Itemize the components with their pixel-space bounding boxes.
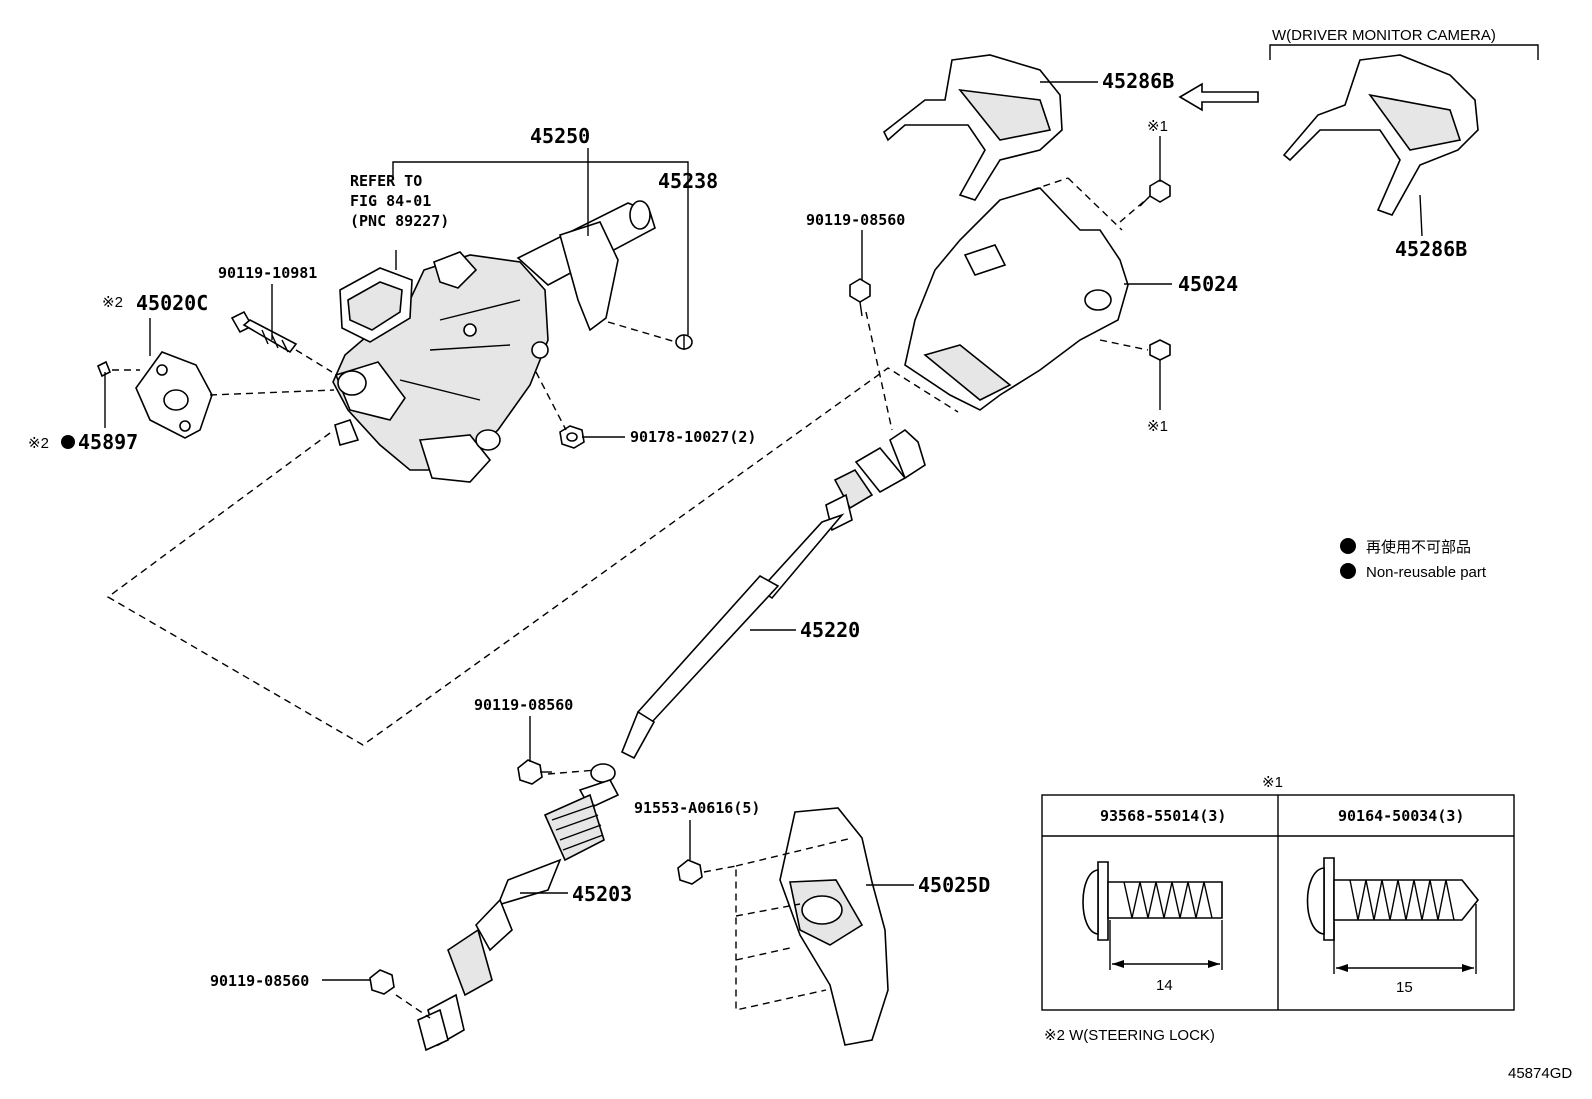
label-90178-10027: 90178-10027(2) [630,428,756,446]
nut-9017810027[interactable] [559,425,585,449]
label-45020c: 45020C [136,291,208,315]
dashed-leaders [112,177,1149,1019]
legend-dot-icon [1340,538,1356,554]
upper-cover-45286b-camera[interactable] [1282,54,1479,216]
screw-93568-drawing [1082,861,1223,970]
non-reusable-mark-icon [61,435,75,449]
arrow-left-icon [1178,82,1259,112]
screw-table [1041,794,1515,1011]
label-mark1-bottom: ※1 [1147,418,1168,435]
screw-91553a0616[interactable] [677,859,703,885]
intermediate-shaft-45220[interactable] [620,428,926,760]
label-90119-08560-upper: 90119-08560 [806,211,905,229]
label-refer-2: FIG 84-01 [350,192,431,210]
label-90119-08560-middle: 90119-08560 [474,696,573,714]
label-45238: 45238 [658,169,718,193]
bolt-9011910981[interactable] [230,310,298,354]
steering-lock-note: ※2 W(STEERING LOCK) [1044,1027,1215,1044]
refer-to-module[interactable] [339,267,413,343]
label-refer-3: (PNC 89227) [350,212,449,230]
upper-cover-45286b[interactable] [882,54,1063,201]
lower-cover-45024[interactable] [904,187,1129,411]
label-45220: 45220 [800,618,860,642]
leader-lines [104,81,1423,981]
figure-id: 45874GD [1508,1065,1572,1082]
screw-45897[interactable] [96,360,112,378]
label-mark1-top: ※1 [1147,118,1168,135]
table-header-93568: 93568-55014(3) [1100,807,1226,825]
camera-variant-bracket [1269,44,1539,60]
dimension-14: 14 [1156,977,1173,994]
label-mark2-45897: ※2 [28,435,49,452]
bolt-9011908560-upper[interactable] [849,278,871,317]
lower-shaft-45203[interactable] [417,763,620,1052]
legend-japanese: 再使用不可部品 [1366,539,1471,556]
label-45286b-camera: 45286B [1395,237,1467,261]
screw-mark1-bottom[interactable] [1149,339,1171,361]
bolt-9011908560-lower[interactable] [369,969,395,995]
dimension-15: 15 [1396,979,1413,996]
legend-dot-icon [1340,563,1356,579]
label-refer-1: REFER TO [350,172,422,190]
legend-english: Non-reusable part [1366,564,1487,581]
table-title: ※1 [1262,774,1283,791]
label-91553-a0616: 91553-A0616(5) [634,799,760,817]
label-45250: 45250 [530,124,590,148]
bolt-9011908560-middle[interactable] [517,759,552,785]
label-45025d: 45025D [918,873,990,897]
hole-cover-45025d[interactable] [779,807,889,1046]
label-driver-monitor-camera: W(DRIVER MONITOR CAMERA) [1272,27,1496,44]
label-45897: 45897 [78,430,138,454]
screw-mark1-top[interactable] [1139,179,1171,207]
label-45024: 45024 [1178,272,1238,296]
label-45286b-top: 45286B [1102,69,1174,93]
clip-45238[interactable] [675,334,693,350]
screw-90164-drawing [1306,857,1480,974]
label-90119-08560-lower: 90119-08560 [210,972,309,990]
label-mark2-45020c: ※2 [102,294,123,311]
column-group-outline [106,367,959,746]
steering-column-assembly[interactable] [332,200,656,483]
label-45203: 45203 [572,882,632,906]
table-header-90164: 90164-50034(3) [1338,807,1464,825]
lock-body-45020c[interactable] [135,351,213,439]
label-90119-10981: 90119-10981 [218,264,317,282]
